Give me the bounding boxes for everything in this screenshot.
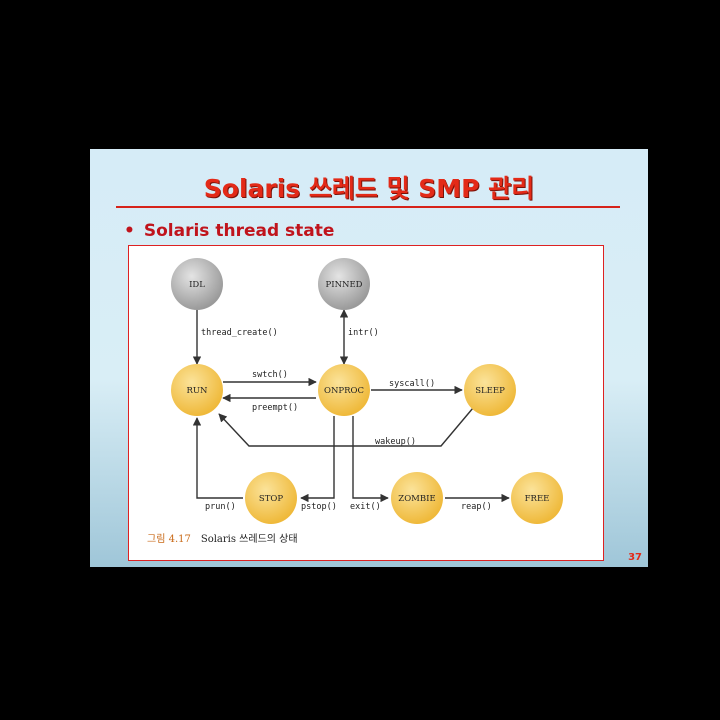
title-divider (116, 206, 620, 208)
label-swtch: swtch() (252, 370, 288, 380)
state-onproc-label: ONPROC (324, 386, 364, 396)
bullet-dot-icon: • (124, 221, 135, 241)
slide-title: Solaris 쓰레드 및 SMP 관리 (203, 174, 535, 203)
state-sleep: SLEEP (464, 364, 516, 416)
state-onproc: ONPROC (318, 364, 370, 416)
label-wakeup: wakeup() (375, 437, 416, 447)
state-free-label: FREE (525, 494, 550, 504)
state-diagram: thread_create() intr() swtch() preempt()… (171, 258, 563, 524)
state-idl: IDL (171, 258, 223, 310)
state-free: FREE (511, 472, 563, 524)
caption-number: 그림 4.17 (147, 534, 191, 545)
label-prun: prun() (205, 502, 236, 512)
page-number: 37 (628, 552, 642, 563)
label-intr: intr() (348, 328, 379, 338)
bullet-text: Solaris thread state (143, 221, 335, 241)
label-exit: exit() (350, 502, 381, 512)
label-pstop: pstop() (301, 502, 337, 512)
caption-text: Solaris 쓰레드의 상태 (200, 534, 298, 545)
label-reap: reap() (461, 502, 492, 512)
state-idl-label: IDL (189, 280, 205, 290)
edge-stop-run (192, 417, 243, 499)
state-zombie-label: ZOMBIE (398, 494, 435, 504)
label-syscall: syscall() (389, 379, 435, 389)
state-pinned-label: PINNED (326, 280, 363, 290)
label-thread-create: thread_create() (201, 328, 278, 338)
thread-state-figure: thread_create() intr() swtch() preempt()… (128, 245, 604, 561)
edge-onproc-stop (300, 416, 335, 503)
state-zombie: ZOMBIE (391, 472, 443, 524)
state-pinned: PINNED (318, 258, 370, 310)
state-stop-label: STOP (259, 494, 283, 504)
state-run-label: RUN (186, 386, 208, 396)
bullet-item: • Solaris thread state (124, 221, 334, 241)
edge-onproc-zombie (352, 416, 389, 503)
state-stop: STOP (245, 472, 297, 524)
figure-caption: 그림 4.17 Solaris 쓰레드의 상태 (147, 530, 298, 545)
state-sleep-label: SLEEP (475, 386, 505, 396)
state-run: RUN (171, 364, 223, 416)
edge-sleep-run (218, 407, 474, 447)
label-preempt: preempt() (252, 403, 298, 413)
slide: Solaris 쓰레드 및 SMP 관리 • Solaris thread sta… (90, 149, 648, 567)
